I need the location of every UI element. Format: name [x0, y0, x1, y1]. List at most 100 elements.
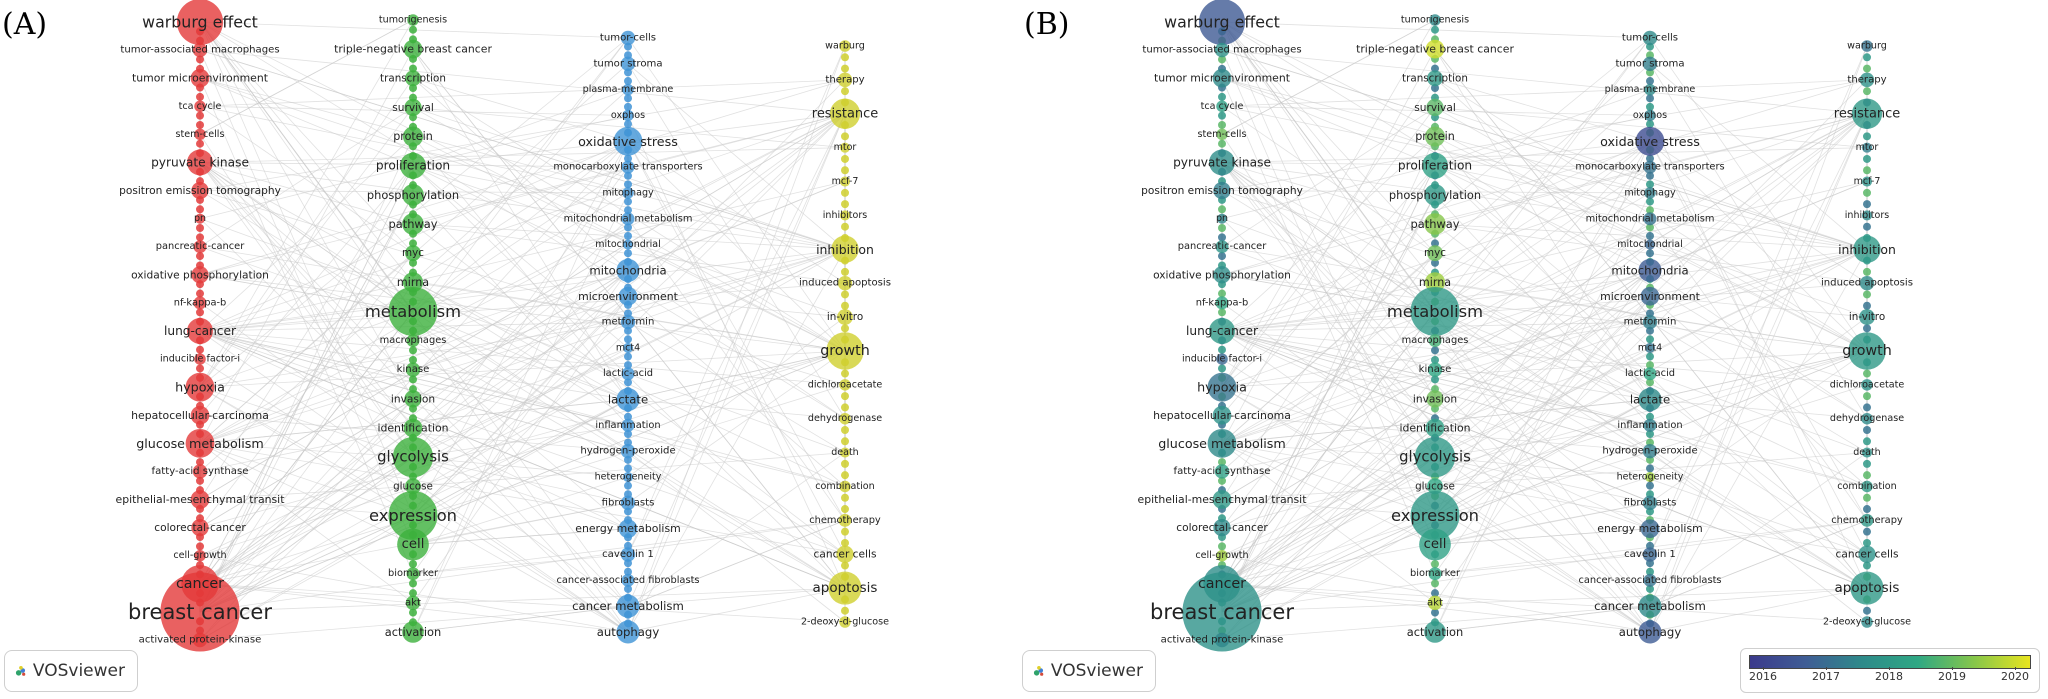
keyword-node [829, 98, 861, 129]
cooccurrence-link [1221, 384, 1868, 585]
cooccurrence-link [627, 45, 846, 555]
keyword-label: tumor-associated macrophages [120, 45, 279, 56]
keyword-node [1414, 436, 1456, 478]
keyword-label: warburg effect [142, 13, 258, 32]
keyword-node [1642, 30, 1658, 46]
minor-keyword-node [409, 375, 417, 384]
minor-keyword-node [1646, 352, 1654, 361]
cooccurrence-link [1221, 181, 1868, 444]
keyword-node [1638, 620, 1662, 644]
minor-keyword-node [196, 92, 204, 101]
cooccurrence-link [1221, 194, 1436, 585]
keyword-label: hydrogen-peroxide [1602, 446, 1697, 457]
keyword-node [406, 567, 420, 581]
cooccurrence-link [199, 162, 414, 225]
minor-keyword-node [624, 464, 632, 473]
cooccurrence-link [199, 21, 414, 400]
cooccurrence-link [1649, 350, 1868, 504]
cooccurrence-link [199, 248, 846, 444]
keyword-node [1427, 70, 1443, 87]
keyword-label: cancer-associated fibroblasts [556, 575, 699, 586]
cooccurrence-link [627, 63, 846, 419]
minor-keyword-node [841, 505, 849, 514]
keyword-label: cancer [176, 576, 224, 592]
cooccurrence-link [1221, 442, 1868, 555]
keyword-label: monocarboxylate transporters [553, 162, 702, 173]
keyword-node [1216, 128, 1228, 141]
cooccurrence-link [199, 443, 414, 545]
cooccurrence-link [199, 79, 846, 276]
minor-keyword-node [1863, 222, 1871, 231]
keyword-node [404, 98, 422, 117]
keyword-label: proliferation [1398, 159, 1472, 173]
keyword-label: epithelial-mesenchymal transit [1138, 493, 1307, 506]
keyword-node [194, 100, 206, 113]
minor-keyword-node [841, 200, 849, 209]
keyword-node [176, 0, 224, 46]
keyword-node [1214, 632, 1230, 648]
cooccurrence-link [1434, 528, 1651, 545]
minor-keyword-node [196, 111, 204, 120]
cooccurrence-link [412, 399, 629, 516]
keyword-label: cell-growth [1195, 550, 1248, 561]
keyword-label: pancreatic-cancer [156, 241, 245, 252]
keyword-label: activation [1407, 625, 1463, 639]
cooccurrence-link [412, 296, 629, 604]
keyword-label: tca cycle [179, 101, 222, 112]
cooccurrence-link [1221, 165, 1436, 416]
keyword-node [1215, 296, 1229, 310]
cooccurrence-link [1649, 113, 1868, 633]
cooccurrence-link [1221, 350, 1868, 557]
keyword-label: tumor-cells [600, 33, 656, 44]
keyword-node [405, 362, 421, 377]
cooccurrence-link [1649, 45, 1868, 633]
keyword-label: energy metabolism [1597, 522, 1702, 535]
cooccurrence-link [199, 282, 846, 332]
keyword-node [388, 490, 438, 540]
cooccurrence-link [1221, 79, 1868, 191]
minor-keyword-node [1863, 87, 1871, 96]
cooccurrence-link [199, 162, 414, 312]
minor-keyword-node [841, 53, 849, 62]
minor-keyword-node [1646, 94, 1654, 103]
minor-keyword-node [1218, 458, 1226, 467]
keyword-node [1642, 444, 1658, 459]
cooccurrence-link [1221, 583, 1436, 604]
keyword-node [1427, 478, 1443, 495]
keyword-label: lactic-acid [1625, 368, 1675, 379]
keyword-node [618, 519, 638, 539]
minor-keyword-node [1646, 232, 1654, 240]
cooccurrence-link [1649, 519, 1868, 607]
keyword-label: oxphos [611, 110, 645, 121]
minor-keyword-node [1431, 239, 1439, 248]
keyword-label: tumor-associated macrophages [1142, 45, 1301, 56]
cooccurrence-link [412, 89, 629, 167]
keyword-node [194, 213, 206, 224]
cooccurrence-link [199, 165, 414, 220]
minor-keyword-node [409, 239, 417, 248]
keyword-node [1207, 428, 1237, 458]
cooccurrence-link [412, 485, 629, 633]
keyword-node [837, 72, 853, 88]
cooccurrence-link [412, 554, 629, 575]
minor-keyword-node [624, 197, 632, 206]
keyword-node [1853, 235, 1881, 263]
cooccurrence-link [412, 340, 846, 589]
cooccurrence-link [199, 583, 414, 604]
cooccurrence-link [1649, 141, 1868, 352]
keyword-node [1861, 210, 1873, 221]
cooccurrence-link [627, 350, 846, 504]
keyword-label: hypoxia [1197, 380, 1247, 395]
keyword-label: identification [1399, 422, 1470, 435]
minor-keyword-node [1218, 139, 1226, 148]
legend-tick: 2019 [1938, 667, 1966, 683]
link-layer [199, 19, 846, 641]
minor-keyword-node [624, 584, 632, 593]
keyword-label: triple-negative breast cancer [334, 43, 492, 56]
vosviewer-badge-a: VOSviewer [4, 650, 138, 692]
minor-keyword-node [841, 437, 849, 446]
keyword-node [1848, 332, 1886, 370]
keyword-label: tca cycle [1201, 101, 1244, 112]
cooccurrence-link [1649, 113, 1868, 142]
minor-keyword-node [196, 364, 204, 373]
